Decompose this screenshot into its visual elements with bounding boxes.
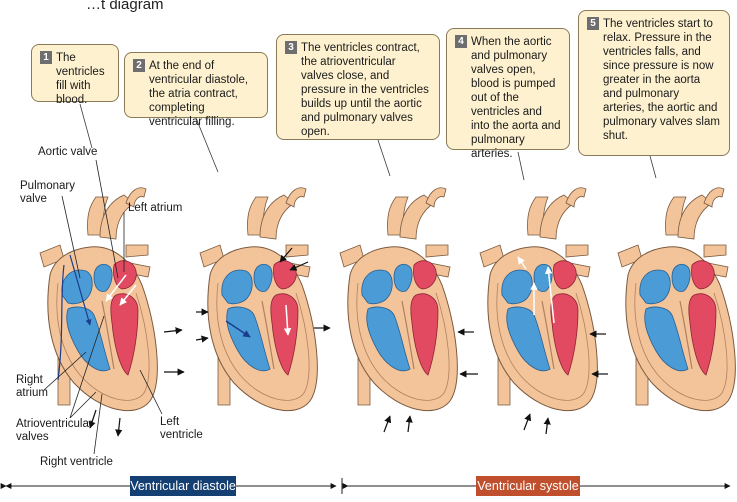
- step-5-number: 5: [587, 17, 599, 30]
- label-aortic-valve: Aortic valve: [38, 146, 97, 159]
- step-4-text: When the aortic and pulmonary valves ope…: [471, 35, 561, 161]
- phase-systole-band: Ventricular systole: [476, 476, 580, 496]
- step-5-callout: 5 The ventricles start to relax. Pressur…: [578, 10, 730, 156]
- step-3-text: The ventricles contract, the atrioventri…: [301, 41, 431, 139]
- phase-diastole-band: Ventricular diastole: [130, 476, 236, 496]
- step-3-number: 3: [285, 41, 297, 54]
- label-left-ventricle: Left ventricle: [160, 416, 212, 442]
- label-atrioventricular-valves: Atrioventricular valves: [16, 418, 106, 444]
- step-2-text: At the end of ventricular diastole, the …: [149, 59, 259, 129]
- step-1-text: The ventricles fill with blood.: [56, 51, 110, 107]
- step-1-callout: 1 The ventricles fill with blood.: [31, 44, 119, 102]
- label-right-ventricle: Right ventricle: [40, 456, 113, 469]
- step-2-number: 2: [133, 59, 145, 72]
- label-pulmonary-valve: Pulmonary valve: [20, 180, 80, 206]
- heart-stage-5: [618, 188, 735, 411]
- step-5-text: The ventricles start to relax. Pressure …: [603, 17, 721, 143]
- heart-stage-3: [340, 188, 457, 411]
- step-4-number: 4: [455, 35, 467, 48]
- step-4-callout: 4 When the aortic and pulmonary valves o…: [446, 28, 570, 150]
- timeline: [6, 478, 730, 494]
- label-right-atrium: Right atrium: [16, 374, 56, 400]
- label-left-atrium: Left atrium: [128, 202, 182, 215]
- step-1-number: 1: [40, 51, 52, 64]
- heart-stage-4: [480, 188, 597, 411]
- step-2-callout: 2 At the end of ventricular diastole, th…: [124, 52, 268, 118]
- heart-stage-2: [200, 188, 317, 411]
- step-3-callout: 3 The ventricles contract, the atriovent…: [276, 34, 440, 140]
